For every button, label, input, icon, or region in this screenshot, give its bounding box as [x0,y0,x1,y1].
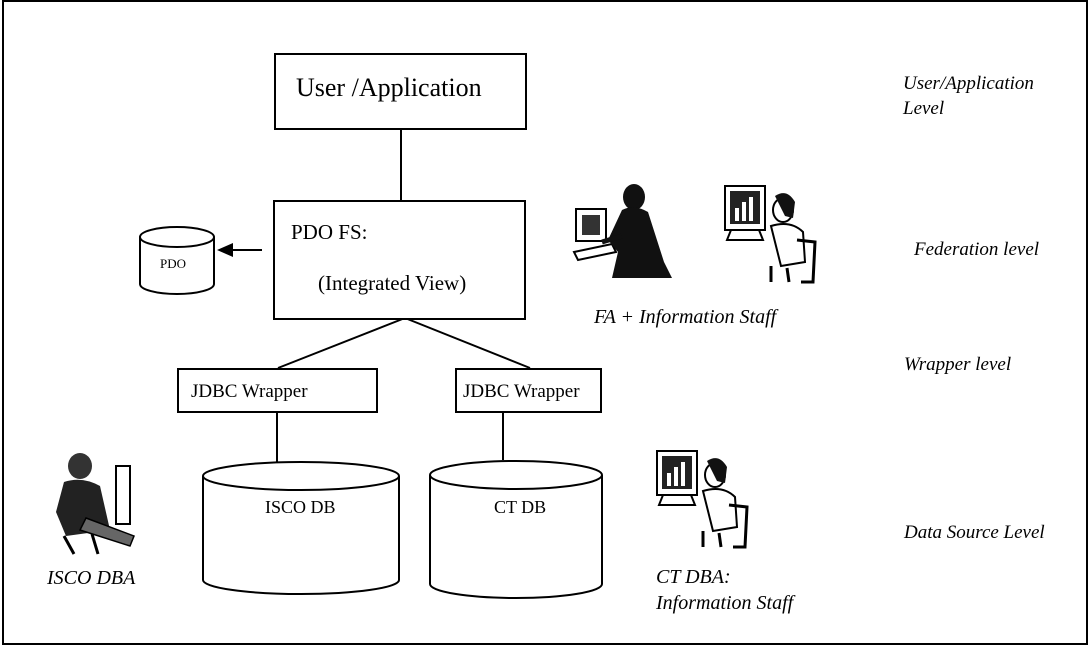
man-at-computer-icon [56,453,135,555]
pdo-to-right-wrapper-line [404,317,531,369]
pdo-fs-box: PDO FS: (Integrated View) [273,200,526,320]
pdo-to-left-wrapper-line [277,317,406,369]
fa-staff-caption: FA + Information Staff [594,306,777,328]
user-application-level-line1: User/Application [903,73,1034,94]
ct-dba-caption-line1: CT DBA: [656,566,731,588]
federation-level-label: Federation level [914,239,1040,260]
right-jdbc-wrapper-box: JDBC Wrapper [455,368,602,413]
pdo-db-label: PDO [160,256,187,271]
woman-at-computer-icon [724,185,817,284]
pdo-database-icon [139,226,215,295]
user-application-box: User /Application [274,53,527,130]
pdo-fs-subtitle: (Integrated View) [318,271,467,295]
ct-db-label: CT DB [494,497,547,517]
isco-db-cylinder [202,461,400,595]
ct-db-cylinder [429,460,603,599]
pdo-arrow-head [217,243,233,257]
wrapper-level-label: Wrapper level [904,354,1012,375]
data-source-level-label: Data Source Level [904,522,1045,543]
user-application-level-line2: Level [903,98,945,119]
left-jdbc-wrapper-box: JDBC Wrapper [177,368,378,413]
pdo-fs-title: PDO FS: [291,220,368,244]
isco-dba-caption: ISCO DBA [47,567,136,589]
right-jdbc-wrapper-label: JDBC Wrapper [463,381,580,402]
woman-at-computer-icon-ct [656,450,749,549]
user-application-label: User /Application [296,73,482,102]
left-jdbc-wrapper-label: JDBC Wrapper [191,381,308,402]
isco-db-label: ISCO DB [265,497,336,517]
person-at-computer-icon [572,184,672,278]
ct-dba-caption-line2: Information Staff [656,592,794,614]
